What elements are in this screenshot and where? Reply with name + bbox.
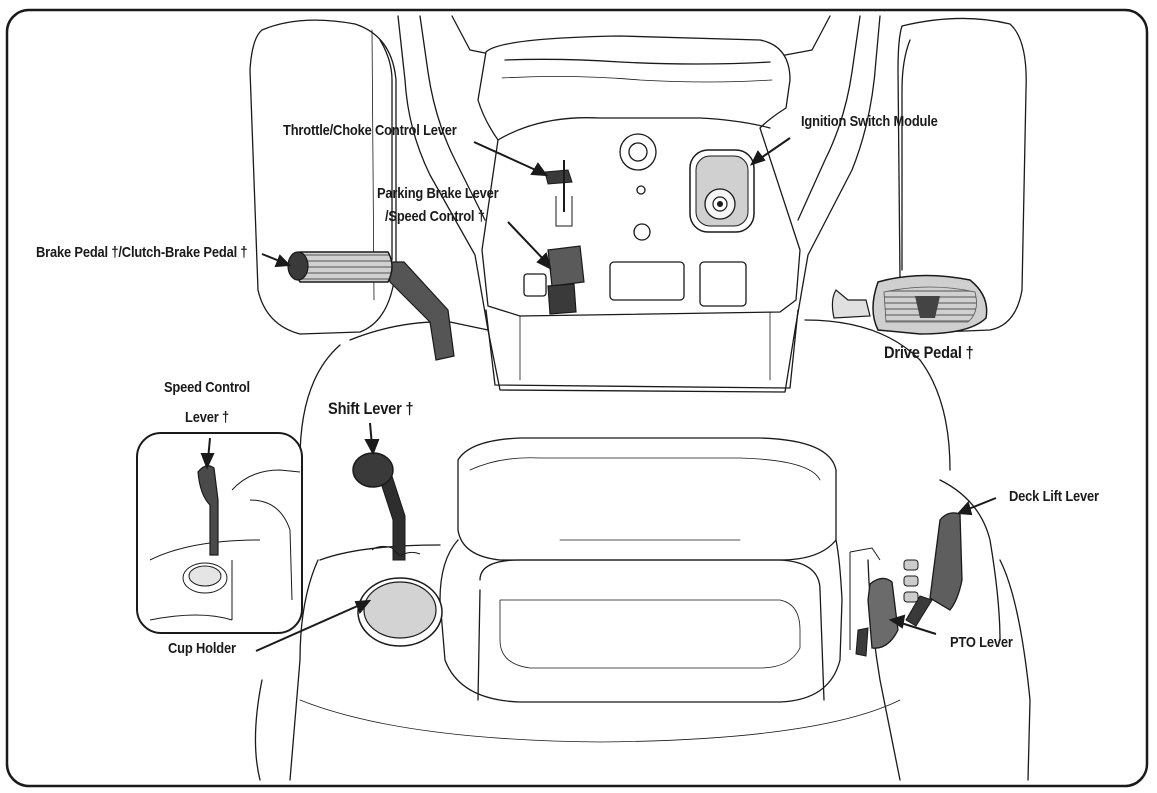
label-cup-holder: Cup Holder	[168, 640, 236, 657]
label-throttle-choke-lever: Throttle/Choke Control Lever	[283, 122, 457, 139]
brake-pedal	[287, 251, 455, 361]
dash-slot-right	[699, 261, 747, 307]
parking-brake-lever	[547, 245, 585, 315]
label-drive-pedal: Drive Pedal †	[884, 343, 974, 362]
shift-lever	[352, 452, 421, 561]
label-parking-brake-line2: /Speed Control †	[385, 208, 485, 225]
cup-holder	[357, 577, 443, 647]
deck-lift-lever	[905, 512, 963, 627]
label-ignition-switch-module: Ignition Switch Module	[801, 113, 938, 130]
pto-lever	[855, 577, 899, 657]
label-parking-brake-line1: Parking Brake Lever	[377, 185, 499, 202]
label-speed-control-line2: Lever †	[185, 409, 229, 426]
seat	[457, 437, 837, 561]
label-speed-control-line1: Speed Control	[164, 379, 250, 396]
label-brake-pedal: Brake Pedal †/Clutch-Brake Pedal †	[36, 244, 248, 261]
ignition-module	[689, 149, 755, 233]
drive-pedal	[831, 274, 988, 335]
label-deck-lift-lever: Deck Lift Lever	[1009, 488, 1099, 505]
throttle-lever	[544, 160, 573, 227]
speed-control-inset	[136, 432, 303, 634]
dash-gauge	[619, 133, 657, 171]
hood	[397, 15, 881, 393]
dash-panel	[477, 35, 801, 317]
right-front-tire	[897, 17, 1027, 333]
dash-slot-left	[609, 261, 685, 301]
label-shift-lever: Shift Lever †	[328, 399, 414, 418]
label-pto-lever: PTO Lever	[950, 634, 1013, 651]
